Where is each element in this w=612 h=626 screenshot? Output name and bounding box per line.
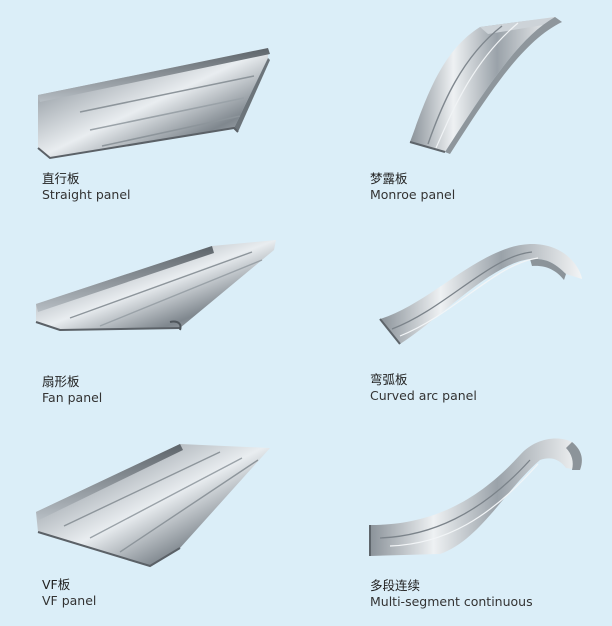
- vf-panel-label: VF板 VF panel: [42, 577, 96, 609]
- monroe-panel-label: 梦露板 Monroe panel: [370, 171, 455, 203]
- vf-panel-image: [36, 444, 270, 568]
- multi-segment-panel-en: Multi-segment continuous: [370, 594, 533, 609]
- curved-arc-panel-zh: 弯弧板: [370, 372, 408, 387]
- fan-panel-card: 扇形板 Fan panel: [30, 238, 280, 405]
- monroe-panel-image: [409, 17, 562, 154]
- straight-panel-card: 直行板 Straight panel: [30, 40, 280, 202]
- curved-arc-panel-image: [379, 243, 582, 345]
- multi-segment-panel-zh: 多段连续: [370, 578, 421, 593]
- vf-panel-card: VF板 VF panel: [30, 440, 280, 608]
- monroe-panel-zh: 梦露板: [370, 171, 408, 186]
- fan-panel-en: Fan panel: [42, 390, 103, 405]
- multi-segment-panel-label: 多段连续 Multi-segment continuous: [370, 578, 533, 610]
- curved-arc-panel-card: 弯弧板 Curved arc panel: [370, 234, 600, 403]
- straight-panel-label: 直行板 Straight panel: [42, 171, 131, 203]
- vf-panel-en: VF panel: [42, 593, 97, 608]
- fan-panel-label: 扇形板 Fan panel: [42, 374, 102, 406]
- straight-panel-en: Straight panel: [42, 187, 131, 202]
- fan-panel-image: [35, 240, 276, 332]
- curved-arc-panel-label: 弯弧板 Curved arc panel: [370, 372, 477, 404]
- monroe-panel-en: Monroe panel: [370, 187, 456, 202]
- multi-segment-panel-image: [369, 438, 582, 556]
- straight-panel-image: [37, 48, 270, 160]
- vf-panel-zh: VF板: [42, 577, 71, 592]
- monroe-panel-card: 梦露板 Monroe panel: [370, 12, 600, 202]
- straight-panel-zh: 直行板: [42, 171, 80, 186]
- curved-arc-panel-en: Curved arc panel: [370, 388, 477, 403]
- fan-panel-zh: 扇形板: [42, 374, 80, 389]
- multi-segment-panel-card: 多段连续 Multi-segment continuous: [369, 430, 600, 609]
